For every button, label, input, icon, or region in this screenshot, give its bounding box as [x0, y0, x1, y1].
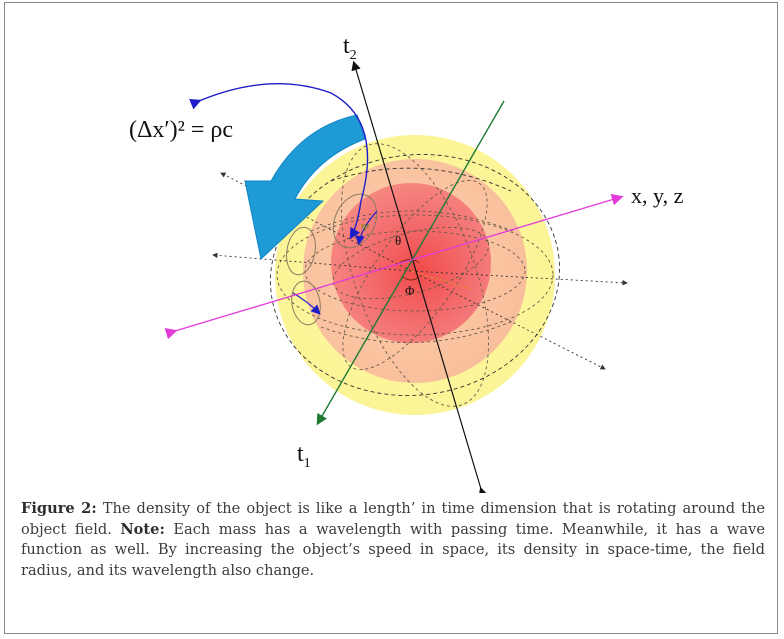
spacetime-sphere-diagram: t2 t1 x, y, z (Δx′)² = ρc θ Φ Ψ: [129, 33, 684, 493]
theta-label: θ: [395, 233, 401, 248]
figure-label: Figure 2:: [21, 500, 97, 517]
xyz-axis: [164, 194, 624, 340]
caption-text-1: The density of the object is like a leng…: [21, 500, 765, 538]
xyz-label: x, y, z: [631, 183, 684, 208]
figure-diagram: t2 t1 x, y, z (Δx′)² = ρc θ Φ Ψ: [121, 31, 695, 493]
phi-label: Φ: [405, 283, 415, 298]
figure-frame: t2 t1 x, y, z (Δx′)² = ρc θ Φ Ψ Figure 2…: [4, 2, 778, 634]
t2-label: t2: [343, 33, 357, 63]
equation-label: (Δx′)² = ρc: [129, 117, 233, 143]
psi-label: Ψ: [361, 222, 370, 234]
t1-label: t1: [297, 441, 311, 471]
figure-caption: Figure 2: The density of the object is l…: [21, 499, 765, 581]
caption-text-2: Each mass has a wavelength with passing …: [21, 520, 765, 579]
note-label: Note:: [120, 520, 165, 538]
